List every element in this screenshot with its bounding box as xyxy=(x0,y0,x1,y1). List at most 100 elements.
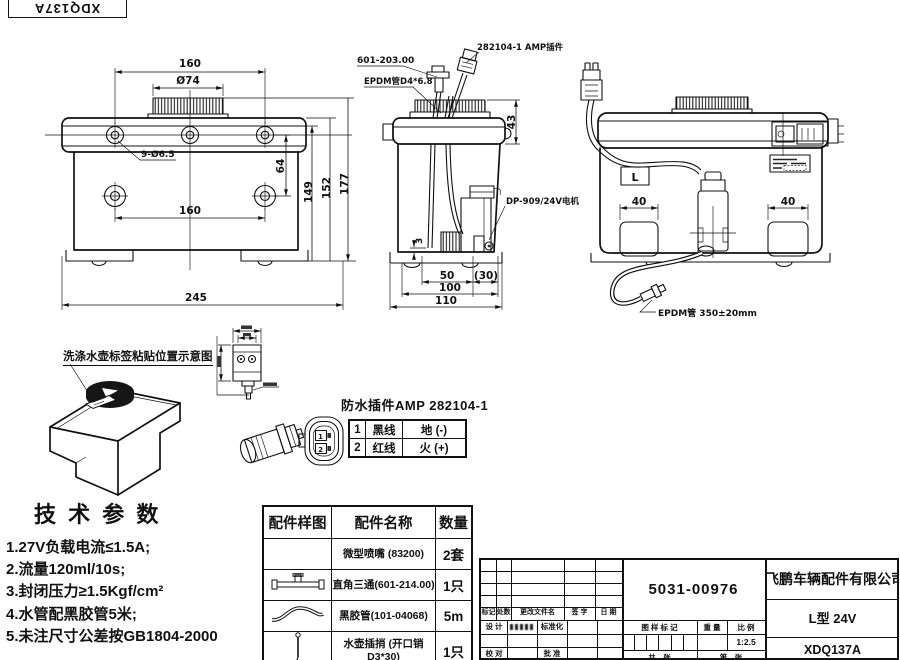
hdr-stamp: 图 样 标 记 xyxy=(641,623,678,632)
tech-params-title: 技 术 参 数 xyxy=(34,502,162,527)
nozzle-fitting xyxy=(426,65,450,93)
label-tube: EPDM管D4*6.8 xyxy=(364,76,433,87)
col-count: 处数 xyxy=(496,609,511,616)
col-qty: 数量 xyxy=(435,505,473,539)
dim-height-177: 177 xyxy=(339,173,351,195)
connector-title: 防水插件AMP 282104-1 xyxy=(341,398,489,413)
pump-connector-detail xyxy=(771,112,844,156)
cap-arrow xyxy=(102,388,118,397)
sheet-number: 第 张 xyxy=(719,653,743,660)
sticker-position-note: 洗涤水壶标签粘贴位置示意图 xyxy=(63,348,213,366)
amp-plug xyxy=(456,48,478,75)
tech-params: 技 术 参 数 1.27V负载电流≤1.5A; 2.流量120ml/10s; 3… xyxy=(6,497,264,648)
pin-function: 地 (-) xyxy=(402,419,467,439)
dim-foot-thickness: 3 xyxy=(415,238,425,244)
label-holes: 9-Ø6.5 xyxy=(141,149,175,160)
model-name: L型 24V xyxy=(808,611,857,626)
l-mark-box xyxy=(620,166,650,186)
dim-total-width: 245 xyxy=(185,292,207,304)
parts-row: 黑胶管(101-04068) 5m xyxy=(262,600,473,632)
part-sample xyxy=(262,569,332,601)
dim-100: 100 xyxy=(439,282,461,294)
hose-end-fitting xyxy=(639,283,667,302)
pin-no: 1 xyxy=(348,419,366,439)
hose-icon xyxy=(271,605,324,622)
cap-knurl xyxy=(152,97,224,115)
pin-row-2: 2 红线 火 (+) xyxy=(348,438,467,458)
foot-right xyxy=(767,221,809,257)
row-approve: 批 准 xyxy=(543,649,561,658)
sheets-total: 共 张 xyxy=(648,653,671,660)
pin-wire: 黑线 xyxy=(365,419,403,439)
tech-param-item: 5.未注尺寸公差按GB1804-2000 xyxy=(6,627,218,645)
dim-foot-left: 40 xyxy=(632,196,647,208)
drawing-number: XDQ137A xyxy=(804,643,861,657)
designer-signature xyxy=(510,624,533,630)
cap-knurl xyxy=(414,99,486,113)
part-number: 5031-00976 xyxy=(648,581,739,598)
back-view: L 40 40 EPDM管 350±20mm xyxy=(580,62,844,319)
corner-stamp: XDQ137A xyxy=(8,0,127,18)
label-motor: DP-909/24V电机 xyxy=(506,196,579,207)
tech-param-item: 2.流量120ml/10s; xyxy=(6,561,126,579)
title-block: 标记 处数 更改文件名 签 字 日 期 设 计 标准化 校 对 批 准 5031… xyxy=(479,558,899,660)
parts-row: 水壶插捎 (开口销 D3*30) 1只 xyxy=(262,631,473,660)
dim-50: 50 xyxy=(440,270,455,282)
front-view: 160 Ø74 9-Ø6.5 64 149 152 177 160 245 xyxy=(45,58,356,310)
part-qty: 2套 xyxy=(435,538,473,570)
part-qty: 1只 xyxy=(435,631,473,660)
part-name: 微型喷嘴 (83200) xyxy=(331,538,436,570)
connector-3d xyxy=(239,423,305,464)
part-qty: 1只 xyxy=(435,569,473,601)
hdr-weight: 重 量 xyxy=(703,623,721,632)
tech-param-item: 3.封闭压力≥1.5Kgf/cm² xyxy=(6,583,164,601)
part-qty: 5m xyxy=(435,600,473,632)
dim-height-149: 149 xyxy=(303,181,315,203)
harness-plug xyxy=(580,62,603,101)
tech-param-item: 4.水管配黑胶管5米; xyxy=(6,605,137,623)
dim-30: (30) xyxy=(474,270,498,282)
part-sample xyxy=(262,631,332,660)
part-name: 水壶插捎 (开口销 D3*30) xyxy=(331,631,436,660)
pin-no: 2 xyxy=(348,438,366,458)
cotter-pin-icon xyxy=(294,632,301,660)
connector-face: 1 2 xyxy=(298,416,344,466)
parts-table: 配件样图 配件名称 数量 微型喷嘴 (83200) 2套 直角三通(601-21… xyxy=(262,505,473,660)
pin-1-label: 1 xyxy=(318,433,323,441)
pin-row-1: 1 黑线 地 (-) xyxy=(348,419,467,439)
parts-header-row: 配件样图 配件名称 数量 xyxy=(262,505,473,539)
company-name: 飞鹏车辆配件有限公司 xyxy=(765,571,899,587)
col-name: 配件名称 xyxy=(331,505,436,539)
l-mark: L xyxy=(631,171,638,184)
product-label-sticker xyxy=(769,154,811,173)
pump-motor xyxy=(690,171,736,258)
part-name: 黑胶管(101-04068) xyxy=(331,600,436,632)
part-sample xyxy=(262,538,332,570)
row-check: 校 对 xyxy=(485,649,503,658)
hdr-scale: 比 例 xyxy=(737,623,755,632)
iso-view xyxy=(49,363,181,496)
parts-row: 直角三通(601-214.00) 1只 xyxy=(262,569,473,601)
row-design: 设 计 xyxy=(485,622,503,631)
parts-row: 微型喷嘴 (83200) 2套 xyxy=(262,538,473,570)
connector-pin-table: 1 黑线 地 (-) 2 红线 火 (+) xyxy=(348,419,467,458)
tee-fitting-icon xyxy=(271,572,324,589)
col-date: 日 期 xyxy=(600,609,617,616)
foot-left xyxy=(619,221,659,257)
pump-motor xyxy=(460,197,492,253)
row-standardize: 标准化 xyxy=(540,622,564,631)
side-view: 601-203.00 EPDM管D4*6.8 282104-1 AMP插件 xyxy=(357,42,579,310)
part-name: 直角三通(601-214.00) xyxy=(331,569,436,601)
tech-param-item: 1.27V负载电流≤1.5A; xyxy=(6,539,151,556)
col-sign: 签 字 xyxy=(571,609,588,616)
pin-2-label: 2 xyxy=(318,446,323,454)
pump-detail xyxy=(216,325,279,400)
dim-cap-diameter: Ø74 xyxy=(176,75,200,87)
label-amp-plug: 282104-1 AMP插件 xyxy=(477,42,564,53)
cap-knurl xyxy=(675,96,749,110)
col-change-doc: 更改文件名 xyxy=(520,609,555,616)
col-mark: 标记 xyxy=(481,609,496,616)
scale-value: 1:2.5 xyxy=(736,637,756,647)
dim-lower-span: 160 xyxy=(179,205,201,217)
